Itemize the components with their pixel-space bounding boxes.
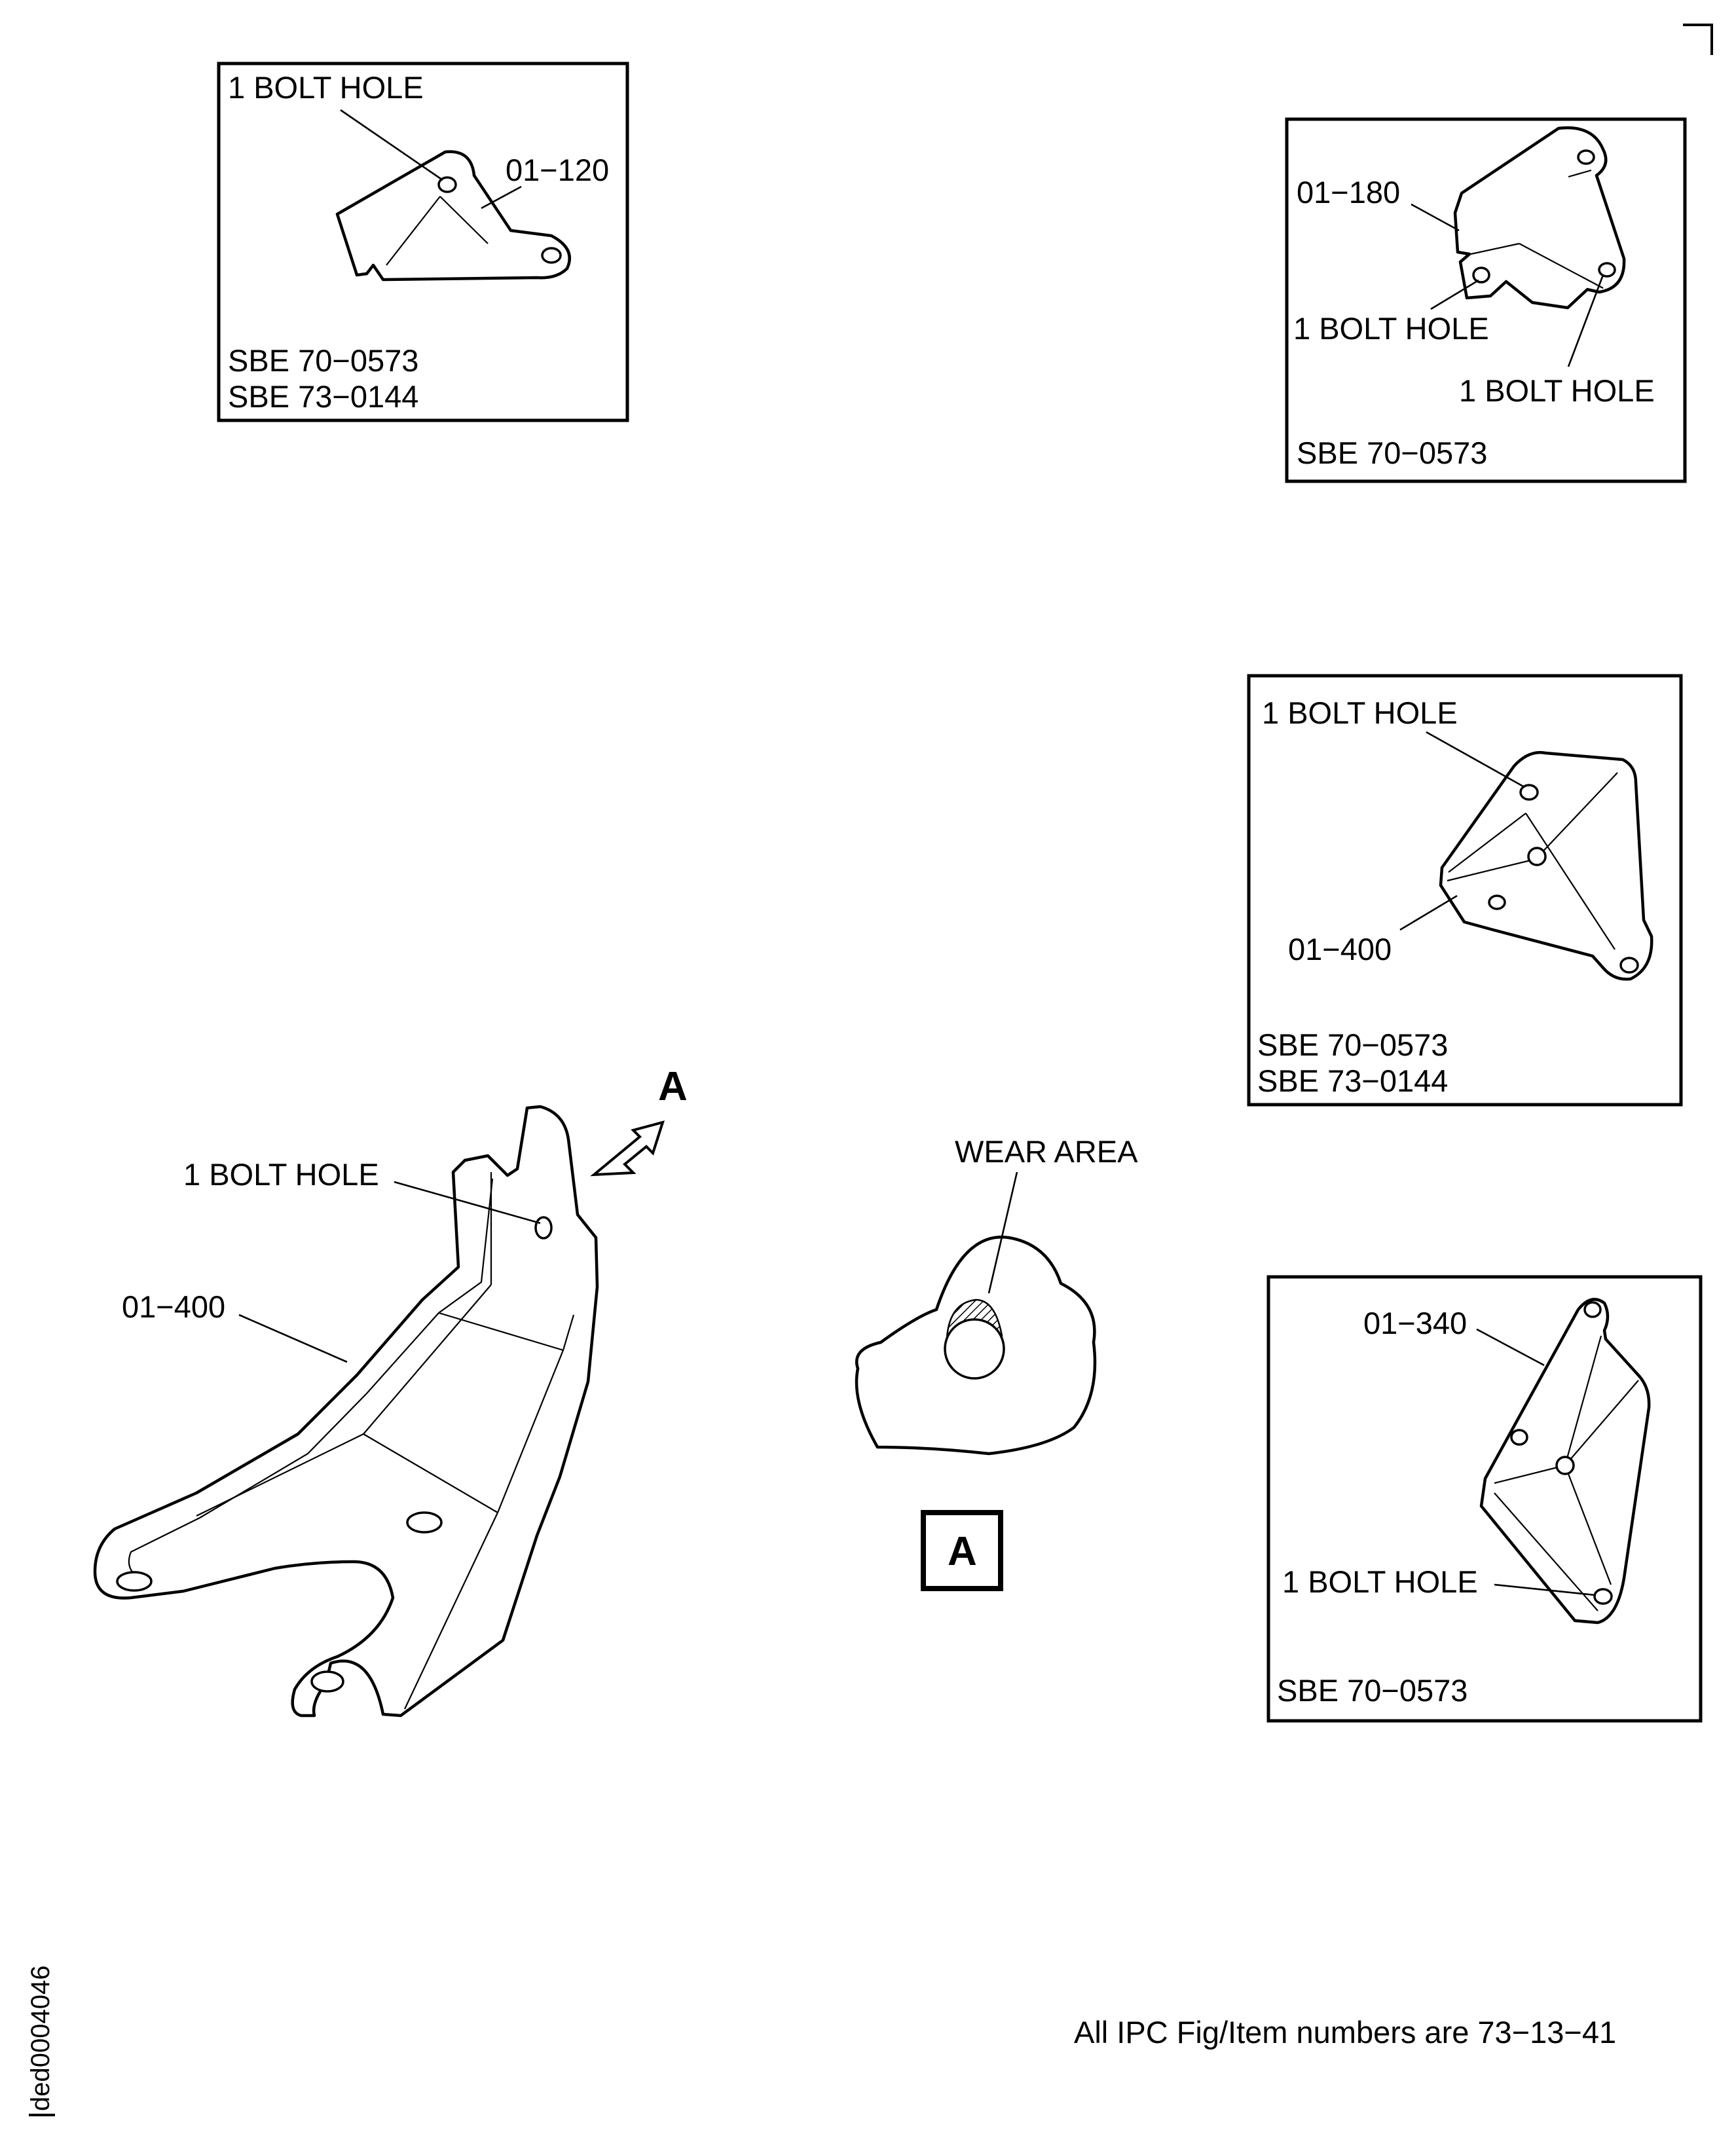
leader-line [1426, 731, 1525, 788]
bolt-hole-mark [1488, 894, 1506, 910]
sbe-ref: SBE 73−0144 [228, 379, 418, 414]
bolt-hole-mark [406, 1511, 443, 1534]
bolt-hole-mark [1472, 267, 1490, 284]
bolt-hole-mark [1583, 1301, 1602, 1318]
bolt-hole-mark [116, 1571, 153, 1592]
wear-hole [944, 1318, 1005, 1380]
detail-frame [1266, 1275, 1703, 1723]
leader-line [1411, 203, 1460, 232]
bracket-01-120 [335, 150, 571, 282]
leader-line [481, 185, 522, 210]
item-number-label: 01−120 [506, 153, 609, 187]
main-view: 1 BOLT HOLE 01−400 A [93, 1064, 688, 1718]
detail-a: WEAR AREA A [855, 1134, 1138, 1591]
leader-line [1494, 1583, 1596, 1596]
bolt-hole-mark [1598, 262, 1616, 278]
detail-frame [1285, 117, 1687, 483]
view-a-arrow [590, 1120, 665, 1177]
bolt-hole-mark [1555, 1456, 1575, 1475]
sbe-ref: SBE 73−0144 [1257, 1063, 1448, 1098]
bolt-hole-mark [1527, 847, 1547, 866]
main-bracket [93, 1105, 599, 1718]
bracket-01-400 [1439, 750, 1653, 981]
bolt-hole-mark [1510, 1429, 1528, 1446]
drawing-id: ded0004046 [26, 1966, 56, 2116]
view-a-tag-label: A [948, 1529, 977, 1574]
detail-bottom-right: 01−340 1 BOLT HOLE SBE 70−0573 [1266, 1275, 1703, 1723]
leader-line [1476, 1328, 1545, 1367]
bolt-hole-mark [1619, 957, 1639, 974]
bolt-hole-mark [1593, 1588, 1613, 1605]
footer-note: All IPC Fig/Item numbers are 73−13−41 [1074, 2015, 1616, 2050]
sbe-ref: SBE 70−0573 [1257, 1027, 1448, 1062]
view-arrow-label: A [658, 1064, 688, 1109]
leader-line [340, 109, 443, 181]
bolt-hole-label: 1 BOLT HOLE [1262, 695, 1458, 730]
item-number-label: 01−400 [1288, 932, 1392, 966]
leader-line [1399, 894, 1458, 931]
leader-line [394, 1181, 541, 1224]
bolt-hole-label: 1 BOLT HOLE [1459, 373, 1655, 408]
detail-frame [1247, 674, 1683, 1107]
sbe-ref: SBE 70−0573 [228, 343, 418, 378]
drawing-id-text: ded0004046 [26, 1965, 55, 2111]
bolt-hole-mark [437, 176, 457, 193]
wear-area-label: WEAR AREA [955, 1134, 1138, 1169]
leader-line [988, 1171, 1018, 1294]
bolt-hole-mark [534, 1216, 553, 1240]
leader-line [1567, 274, 1604, 367]
bolt-hole-label: 1 BOLT HOLE [1293, 311, 1489, 346]
bolt-hole-mark [1519, 784, 1539, 801]
detail-mid-right: 1 BOLT HOLE 01−400 SBE 70−0573 SBE 73−01… [1247, 674, 1683, 1107]
bolt-hole-label: 1 BOLT HOLE [183, 1157, 379, 1192]
bolt-hole-label: 1 BOLT HOLE [1282, 1564, 1478, 1599]
leader-line [1430, 279, 1479, 310]
item-number-label: 01−400 [122, 1289, 225, 1324]
leader-line [238, 1314, 348, 1363]
view-a-tag-frame [921, 1510, 1003, 1591]
sbe-ref: SBE 70−0573 [1277, 1673, 1468, 1708]
item-number-label: 01−180 [1297, 175, 1400, 210]
item-number-label: 01−340 [1363, 1306, 1467, 1340]
bolt-hole-mark [310, 1670, 344, 1693]
crop-mark [1683, 24, 1713, 55]
sbe-ref: SBE 70−0573 [1297, 435, 1487, 470]
bolt-hole-label: 1 BOLT HOLE [228, 70, 424, 105]
detail-frame [217, 62, 629, 422]
detail-top-right: 01−180 1 BOLT HOLE 1 BOLT HOLE SBE 70−05… [1285, 117, 1687, 483]
bolt-hole-mark [541, 247, 562, 264]
detail-top-left: 1 BOLT HOLE 01−120 SBE 70−0573 SBE 73−01… [217, 62, 629, 422]
bolt-hole-mark [1577, 149, 1595, 165]
